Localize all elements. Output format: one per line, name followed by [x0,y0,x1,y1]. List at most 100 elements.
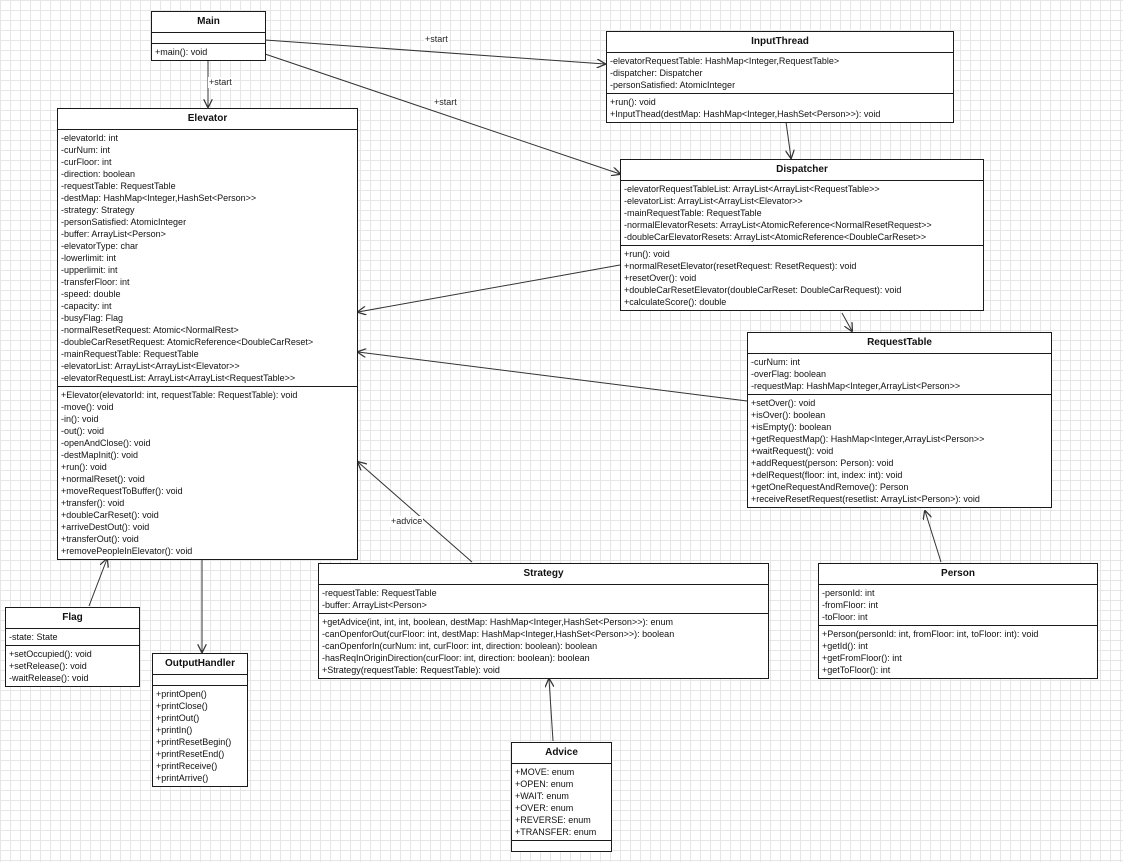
methods-section: +run(): void +InputThead(destMap: HashMap… [607,94,953,122]
method: +run(): void [61,462,107,472]
methods-section: +run(): void+normalResetElevator(resetRe… [621,246,983,310]
class-elevator[interactable]: Elevator -elevatorId: int-curNum: int-cu… [57,108,358,560]
attribute: -normalElevatorResets: ArrayList<AtomicR… [624,220,932,230]
attribute: -toFloor: int [822,612,868,622]
attribute: -lowerlimit: int [61,253,117,263]
attribute: -curNum: int [61,145,111,155]
method: +printOut() [156,713,200,723]
method: +normalReset(): void [61,474,145,484]
method: +printOpen() [156,689,207,699]
edge-main-input-thread [264,39,605,64]
method: +printResetBegin() [156,737,232,747]
attribute: -elevatorList: ArrayList<ArrayList<Eleva… [61,361,240,371]
attribute: -mainRequestTable: RequestTable [61,349,199,359]
class-dispatcher[interactable]: Dispatcher -elevatorRequestTableList: Ar… [620,159,984,311]
attribute: -elevatorRequestTableList: ArrayList<Arr… [624,184,880,194]
method: +isEmpty(): boolean [751,422,832,432]
attributes-section: -requestTable: RequestTable-buffer: Arra… [319,585,768,614]
class-name: Strategy [319,564,768,585]
attribute: -busyFlag: Flag [61,313,124,323]
attributes-section: +MOVE: enum +OPEN: enum +WAIT: enum +OVER: … [512,764,611,841]
attribute: -fromFloor: int [822,600,879,610]
attribute: -transferFloor: int [61,277,130,287]
methods-section: +printOpen() +printClose() +printOut() +pri… [153,686,247,786]
attribute: +MOVE: enum [515,767,575,777]
methods-section: +getAdvice(int, int, int, boolean, destM… [319,614,768,678]
method: +resetOver(): void [624,273,697,283]
attribute: -requestTable: RequestTable [61,181,176,191]
attributes-section: -curNum: int-overFlag: boolean-requestMa… [748,354,1051,395]
edge-label-main-dispatcher: +start [433,97,458,108]
class-flag[interactable]: Flag -state: State +setOccupied(): void+… [5,607,140,687]
methods-section: +setOver(): void+isOver(): boolean+isEmp… [748,395,1051,507]
edge-label-main-input-thread: +start [424,34,449,45]
attribute: -doubleCarResetRequest: AtomicReference<… [61,337,314,347]
method: +arriveDestOut(): void [61,522,150,532]
edge-dispatcher-request-table [841,312,852,331]
method: +getId(): int [822,641,868,651]
method: +printClose() [156,701,208,711]
attribute: -strategy: Strategy [61,205,135,215]
class-input-thread[interactable]: InputThread -elevatorRequestTable: HashM… [606,31,954,123]
class-output-handler[interactable]: OutputHandler +printOpen()+printClose()+… [152,653,248,787]
method: +printIn() [156,725,193,735]
attribute: +TRANSFER: enum [515,827,597,837]
method: +transferOut(): void [61,534,139,544]
method: +normalResetElevator(resetRequest: Reset… [624,261,857,271]
edge-strategy-elevator [358,462,473,563]
method: +doubleCarResetElevator(doubleCarReset: … [624,285,902,295]
attribute: +OPEN: enum [515,779,574,789]
method: +printArrive() [156,773,209,783]
methods-section: +setOccupied(): void+setRelease(): void-… [6,646,139,686]
attribute: -buffer: ArrayList<Person> [61,229,166,239]
method: +Person(personId: int, fromFloor: int, t… [822,629,1039,639]
attribute: -capacity: int [61,301,112,311]
attribute: -elevatorRequestTable: HashMap<Integer,R… [610,56,840,66]
attribute: +REVERSE: enum [515,815,591,825]
attributes-section: -elevatorId: int-curNum: int-curFloor: i… [58,130,357,387]
edge-request-table-elevator [358,352,748,402]
method: +main(): void [155,47,208,57]
attribute: -doubleCarElevatorResets: ArrayList<Atom… [624,232,927,242]
attribute: -destMap: HashMap<Integer,HashSet<Person… [61,193,257,203]
attribute: -elevatorId: int [61,133,119,143]
class-name: InputThread [607,32,953,53]
method: +receiveResetRequest(resetlist: ArrayLis… [751,494,980,504]
method: +transfer(): void [61,498,125,508]
attribute: -direction: boolean [61,169,136,179]
method: +moveRequestToBuffer(): void [61,486,183,496]
method: -destMapInit(): void [61,450,139,460]
class-advice[interactable]: Advice +MOVE: enum +OPEN: enum +WAIT: enum… [511,742,612,852]
method: +setOccupied(): void [9,649,92,659]
class-name: Advice [512,743,611,764]
attributes-section: -personId: int -fromFloor: int -toFloor: i… [819,585,1097,626]
method: +InputThead(destMap: HashMap<Integer,Has… [610,109,881,119]
attribute: +OVER: enum [515,803,574,813]
method: +delRequest(floor: int, index: int): voi… [751,470,903,480]
edge-label-main-elevator: +start [208,77,233,88]
edge-person-request-table [925,511,942,563]
edge-dispatcher-elevator [358,264,621,312]
class-request-table[interactable]: RequestTable -curNum: int-overFlag: bool… [747,332,1052,508]
method: +setOver(): void [751,398,816,408]
edge-advice-strategy [549,679,553,742]
attribute: -personSatisfied: AtomicInteger [610,80,736,90]
method: +Strategy(requestTable: RequestTable): v… [322,665,500,675]
class-main[interactable]: Main +main(): void [151,11,266,61]
attribute: +WAIT: enum [515,791,569,801]
method: +run(): void [610,97,656,107]
class-name: Flag [6,608,139,629]
attribute: -personId: int [822,588,875,598]
method: -move(): void [61,402,114,412]
class-person[interactable]: Person -personId: int-fromFloor: int-toF… [818,563,1098,679]
method: +addRequest(person: Person): void [751,458,894,468]
method: +doubleCarReset(): void [61,510,159,520]
method: -waitRelease(): void [9,673,89,683]
method: -out(): void [61,426,105,436]
method: +Elevator(elevatorId: int, requestTable:… [61,390,298,400]
class-strategy[interactable]: Strategy -requestTable: RequestTable-buf… [318,563,769,679]
method: -canOpenforIn(curNum: int, curFloor: int… [322,641,598,651]
method: +printResetEnd() [156,749,225,759]
attribute: -requestTable: RequestTable [322,588,437,598]
